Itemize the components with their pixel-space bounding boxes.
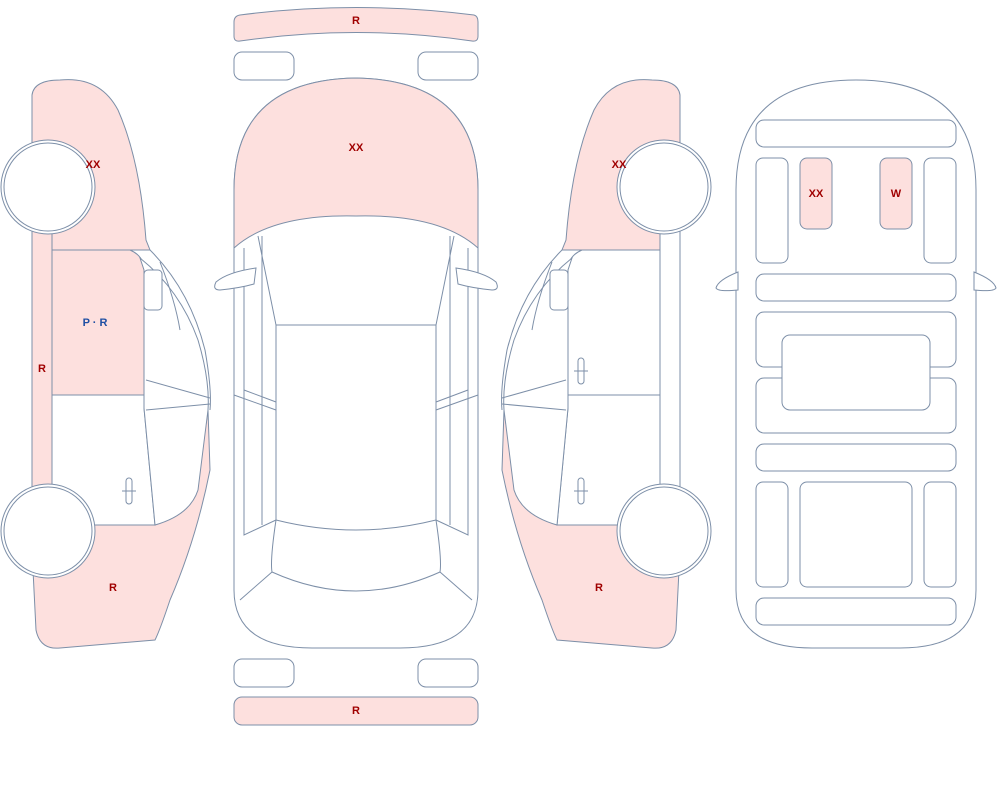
- front-right-light: [417, 51, 479, 81]
- front-bumper-mark: R: [352, 15, 360, 27]
- left-sill-mark: R: [38, 363, 46, 375]
- top-view: [214, 7, 498, 726]
- right-mirror: [549, 269, 569, 311]
- left-rear-door-trim: [755, 481, 789, 588]
- interior-seat-right-mark: W: [891, 188, 902, 200]
- left-rear-mark: R: [109, 582, 117, 594]
- interior-seat-left-mark: XX: [809, 188, 824, 200]
- damage-labels: R XX R XX P · R R R XX R XX W: [38, 15, 902, 717]
- left-window-frame: [138, 256, 209, 526]
- left-mirror: [143, 269, 163, 311]
- left-front-door-mark: P · R: [83, 317, 108, 329]
- front-left-seat[interactable]: [799, 157, 833, 230]
- hood-mark: XX: [349, 142, 364, 154]
- left-side-view: [0, 79, 211, 649]
- front-right-seat[interactable]: [879, 157, 913, 230]
- rear-left-light: [233, 658, 295, 688]
- rear-right-light: [417, 658, 479, 688]
- right-front-door-trim: [923, 157, 957, 264]
- hood[interactable]: [233, 77, 479, 250]
- sunroof: [781, 334, 931, 411]
- front-bumper[interactable]: [233, 7, 479, 42]
- top-right-mirror: [455, 267, 498, 291]
- left-front-mark: XX: [86, 159, 101, 171]
- rear-bench-back: [755, 443, 957, 472]
- right-front-mark: XX: [612, 159, 627, 171]
- dashboard: [755, 119, 957, 148]
- interior-right-mirror: [973, 271, 997, 292]
- right-rear-mark: R: [595, 582, 603, 594]
- right-window-frame: [503, 256, 574, 526]
- interior-left-mirror: [715, 271, 739, 292]
- trunk-lid: [755, 597, 957, 626]
- rear-bench[interactable]: [799, 481, 913, 588]
- front-left-light: [233, 51, 295, 81]
- rear-bumper-mark: R: [352, 705, 360, 717]
- right-rear-door-trim: [923, 481, 957, 588]
- console-bar: [755, 273, 957, 302]
- rear-bumper[interactable]: [233, 696, 479, 726]
- top-left-mirror: [214, 267, 257, 291]
- interior-view: [715, 79, 997, 649]
- right-side-view: [501, 79, 712, 649]
- left-front-door-trim: [755, 157, 789, 264]
